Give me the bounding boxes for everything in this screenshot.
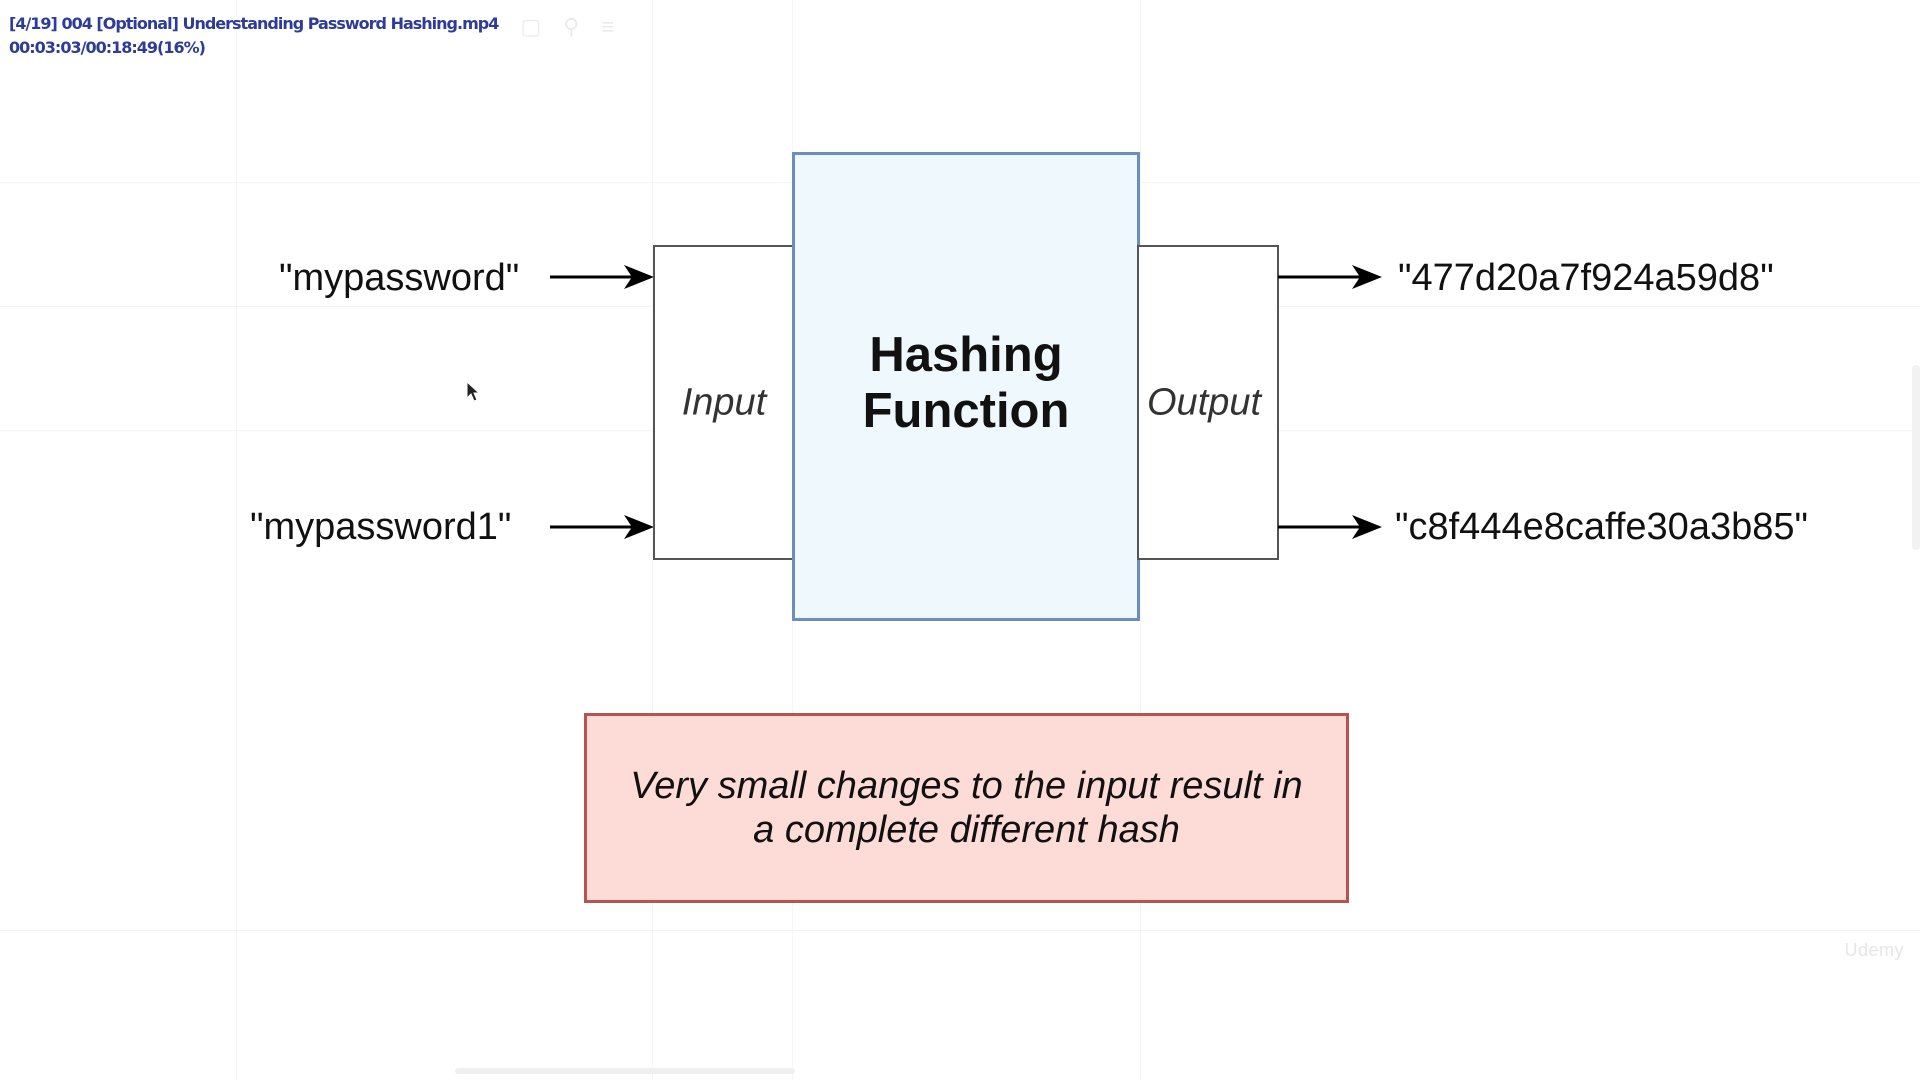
- fit-icon: ▢: [520, 14, 542, 39]
- canvas-gridline: [236, 0, 237, 1080]
- zoom-icon: ⚲: [563, 14, 580, 39]
- ghost-toolbar: ↶ ▢ ⚲ ≡: [480, 14, 614, 40]
- note-text: Very small changes to the input result i…: [630, 764, 1302, 852]
- hashing-function-box: Hashing Function: [792, 152, 1140, 621]
- output-label: Output: [1147, 381, 1262, 423]
- input-string-1: "mypassword": [279, 257, 520, 299]
- undo-icon: ↶: [480, 14, 499, 39]
- hashing-function-label-line1: Hashing: [869, 327, 1063, 382]
- hashing-function-label-line2: Function: [862, 383, 1070, 438]
- hashing-function-label: Hashing Function: [863, 327, 1070, 439]
- menu-icon: ≡: [601, 14, 615, 39]
- canvas-gridline: [652, 0, 653, 1080]
- scrollbar[interactable]: [1912, 365, 1920, 550]
- input-label: Input: [681, 381, 767, 423]
- watermark: Udemy: [1844, 940, 1904, 960]
- horizontal-scrollbar[interactable]: [455, 1068, 795, 1074]
- arrow-right-icon: [1278, 512, 1384, 542]
- mouse-pointer-icon: [466, 380, 482, 408]
- video-file-title: [4/19] 004 [Optional] Understanding Pass…: [9, 14, 499, 33]
- note-text-line2: a complete different hash: [753, 809, 1180, 851]
- note-box: Very small changes to the input result i…: [584, 713, 1349, 903]
- note-text-line1: Very small changes to the input result i…: [630, 765, 1303, 807]
- output-box: Output: [1137, 245, 1279, 560]
- input-string-2: "mypassword1": [250, 506, 512, 548]
- arrow-right-icon: [550, 512, 656, 542]
- output-hash-1: "477d20a7f924a59d8": [1398, 257, 1774, 299]
- output-hash-2: "c8f444e8caffe30a3b85": [1395, 506, 1808, 548]
- video-time-readout: 00:03:03/00:18:49(16%): [9, 38, 206, 57]
- input-box: Input: [653, 245, 795, 560]
- canvas-gridline: [0, 930, 1920, 931]
- arrow-right-icon: [1278, 262, 1384, 292]
- arrow-right-icon: [550, 262, 656, 292]
